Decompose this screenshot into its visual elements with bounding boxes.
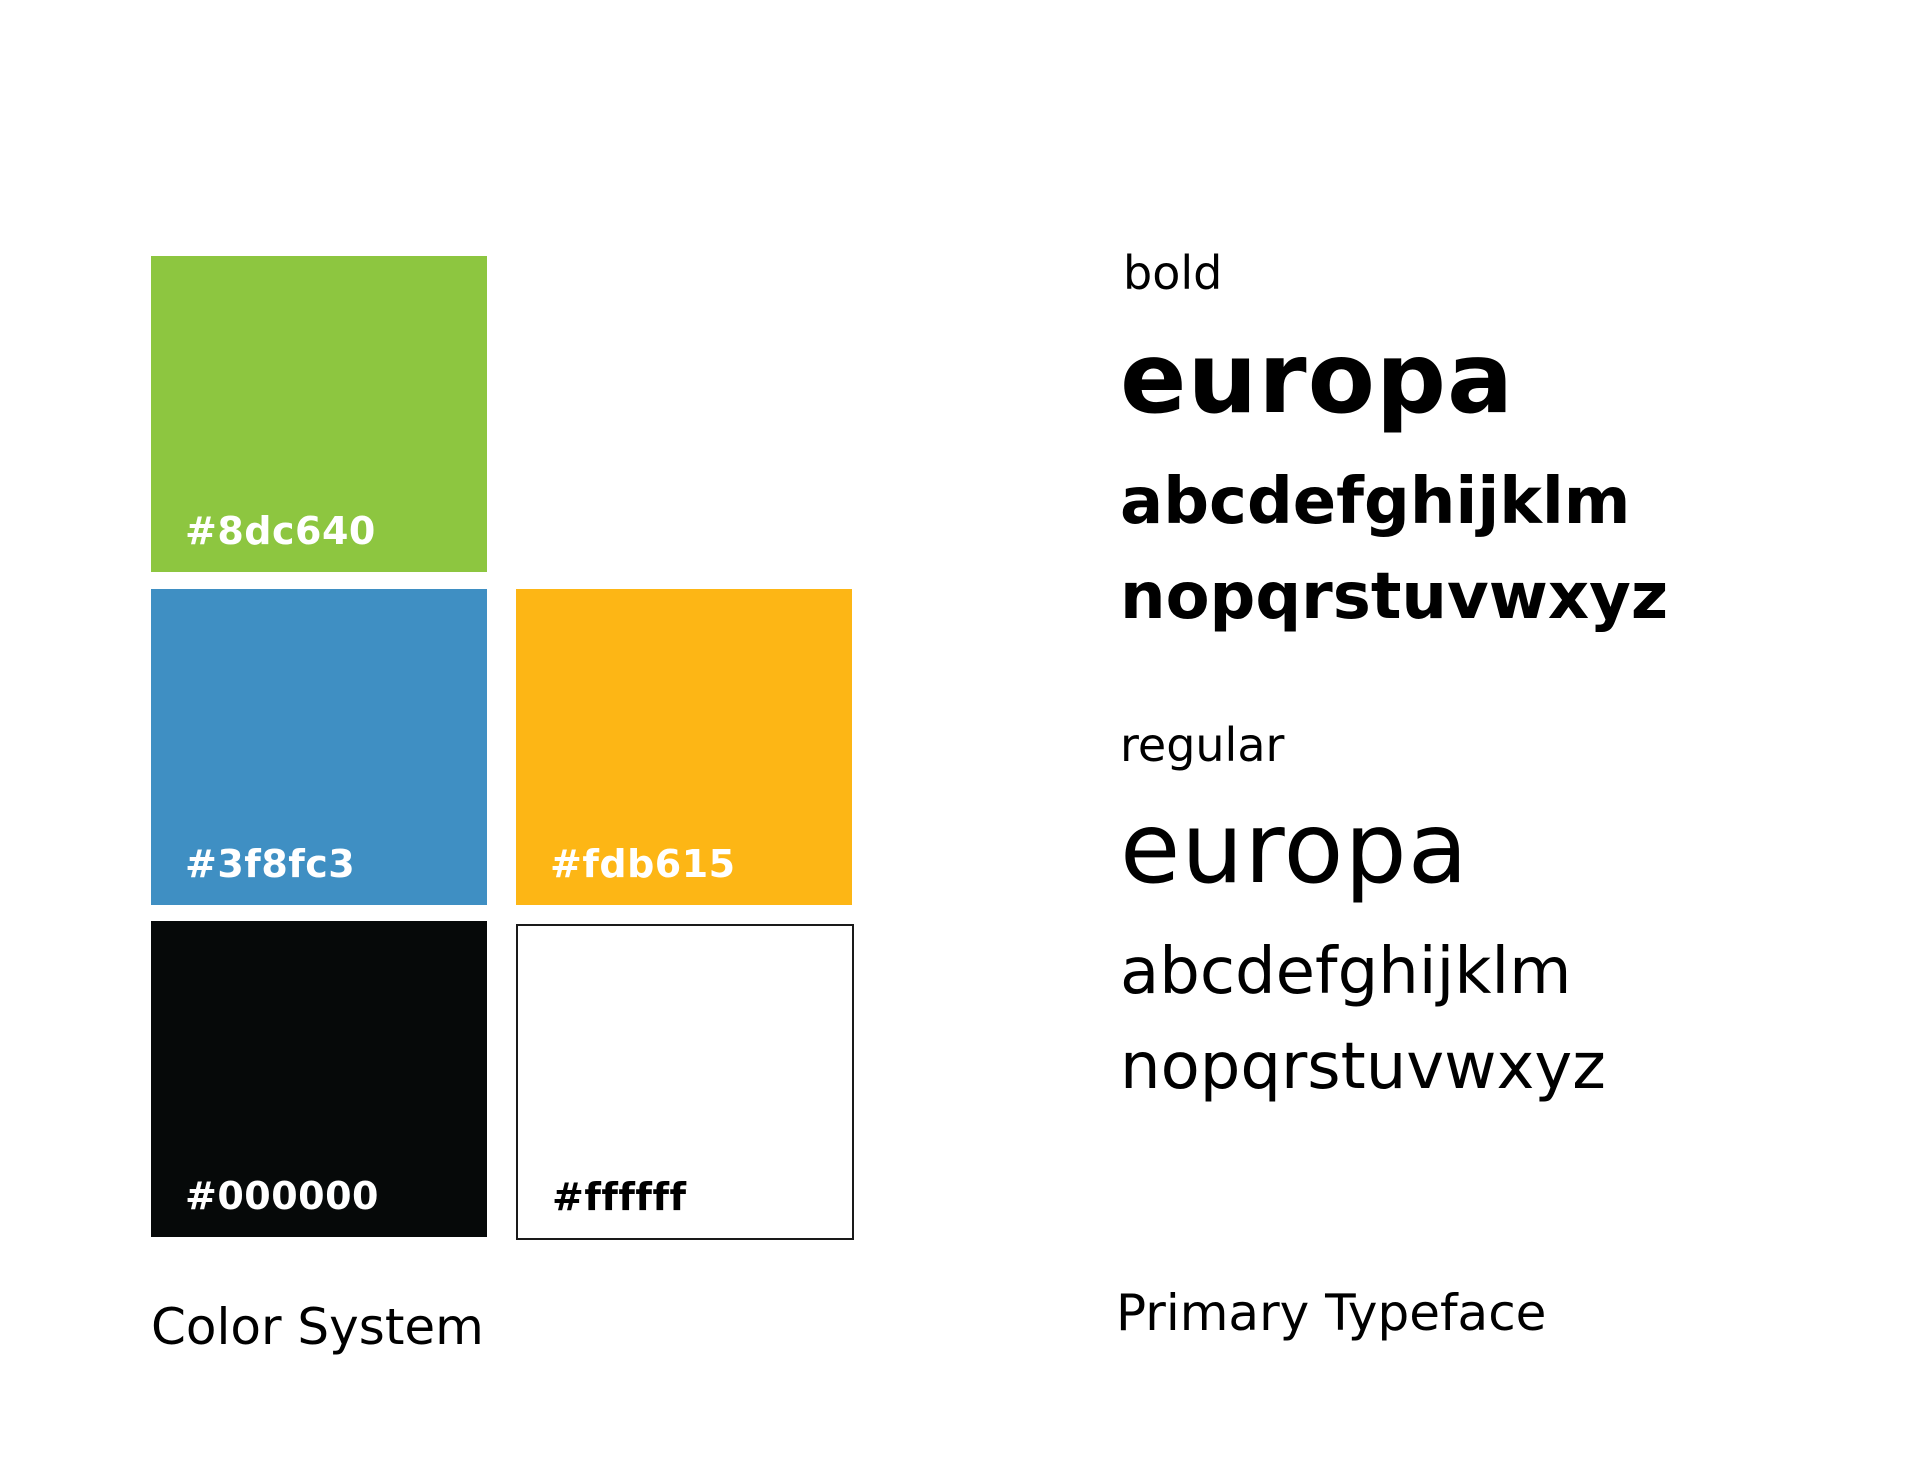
color-system-caption: Color System bbox=[151, 1298, 484, 1356]
swatch-hex-label: #000000 bbox=[185, 1174, 379, 1218]
color-swatch-blue: #3f8fc3 bbox=[151, 589, 487, 905]
swatch-hex-label: #8dc640 bbox=[185, 509, 376, 553]
swatch-hex-label: #ffffff bbox=[552, 1175, 687, 1219]
regular-weight-label: regular bbox=[1120, 718, 1285, 772]
bold-weight-label: bold bbox=[1123, 246, 1223, 300]
bold-alphabet-line-1: abcdefghijklm bbox=[1120, 465, 1631, 539]
color-swatch-black: #000000 bbox=[151, 921, 487, 1237]
regular-typeface-name: europa bbox=[1120, 792, 1469, 906]
primary-typeface-caption: Primary Typeface bbox=[1116, 1284, 1547, 1342]
regular-alphabet-line-1: abcdefghijklm bbox=[1120, 935, 1572, 1009]
swatch-hex-label: #3f8fc3 bbox=[185, 842, 356, 886]
regular-alphabet-line-2: nopqrstuvwxyz bbox=[1120, 1030, 1606, 1104]
color-swatch-green: #8dc640 bbox=[151, 256, 487, 572]
color-swatch-yellow: #fdb615 bbox=[516, 589, 852, 905]
color-swatch-white: #ffffff bbox=[516, 924, 854, 1240]
bold-typeface-name: europa bbox=[1120, 322, 1515, 436]
bold-alphabet-line-2: nopqrstuvwxyz bbox=[1120, 560, 1669, 634]
swatch-hex-label: #fdb615 bbox=[550, 842, 736, 886]
